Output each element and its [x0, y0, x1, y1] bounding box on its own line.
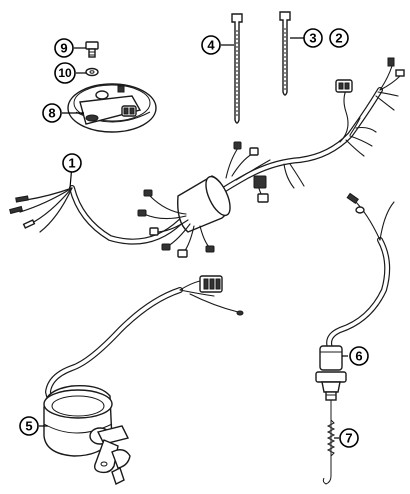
callout-7-label: 7 [345, 431, 352, 446]
callout-3-label: 3 [309, 31, 316, 46]
callout-8: 8 [42, 103, 62, 123]
stop-switch [315, 192, 395, 485]
horn-part [67, 83, 157, 133]
cable-tie-short [279, 11, 291, 96]
callout-9-label: 9 [60, 41, 67, 56]
bolt-part [85, 41, 99, 58]
callout-1-label: 1 [68, 156, 75, 171]
callout-2-label: 2 [335, 31, 342, 46]
callout-5: 5 [19, 416, 39, 436]
callout-2: 2 [329, 28, 349, 48]
callout-5-label: 5 [25, 419, 32, 434]
callout-6: 6 [349, 346, 369, 366]
callout-10: 10 [54, 62, 76, 84]
callout-3: 3 [303, 28, 323, 48]
callout-1: 1 [62, 153, 82, 173]
callout-10-label: 10 [58, 66, 72, 80]
callout-9: 9 [54, 38, 74, 58]
callout-4: 4 [201, 35, 221, 55]
wiring-harness [9, 57, 405, 258]
cable-tie-long [231, 13, 243, 124]
ignition-switch [43, 275, 244, 485]
callout-7: 7 [339, 428, 359, 448]
callout-6-label: 6 [355, 349, 362, 364]
washer-part [85, 67, 99, 77]
callout-4-label: 4 [207, 38, 215, 53]
callout-8-label: 8 [48, 106, 55, 121]
